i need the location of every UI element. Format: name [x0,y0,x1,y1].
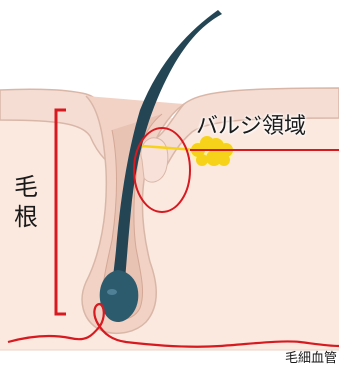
capillary-vessel [7,302,339,348]
capillary-label: 毛細血管 [284,351,337,366]
bulge-region-label: バルジ領域 [196,114,307,139]
hair-bulb [99,270,139,322]
hair-root-bracket [54,108,66,316]
bulge-highlight-circle [133,127,191,213]
hair-root-label: 毛根 [14,173,38,231]
bulb-highlight [107,289,117,295]
bulge-lump [140,137,169,183]
hair-shaft [112,10,222,292]
